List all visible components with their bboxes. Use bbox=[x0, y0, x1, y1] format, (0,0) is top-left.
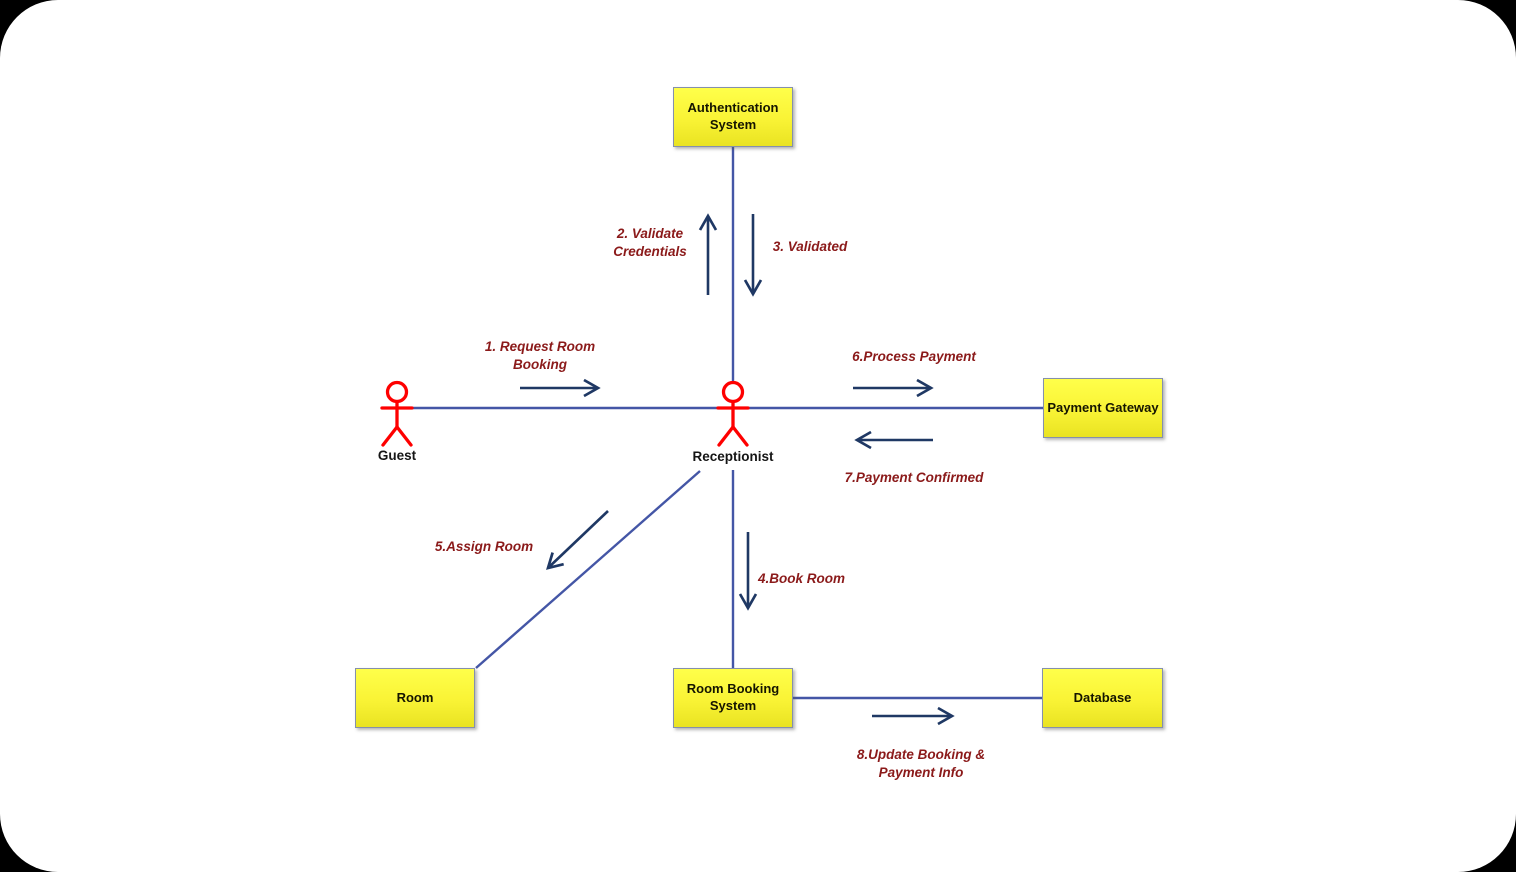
room-node: Room bbox=[355, 668, 475, 728]
message-5-arrow bbox=[546, 510, 609, 570]
message-6-label: 6.Process Payment bbox=[852, 349, 976, 364]
database-node: Database bbox=[1042, 668, 1163, 728]
connector-lines bbox=[400, 147, 1043, 700]
payment-gateway-node: Payment Gateway bbox=[1043, 378, 1163, 438]
connector-receptionist-room bbox=[475, 470, 701, 669]
receptionist-actor-head bbox=[721, 380, 745, 404]
message-7-label: 7.Payment Confirmed bbox=[844, 470, 984, 485]
message-8-label: 8.Update Booking & Payment Info bbox=[856, 747, 986, 780]
message-2-label: 2. Validate Credentials bbox=[613, 226, 687, 259]
message-5-label: 5.Assign Room bbox=[434, 539, 534, 554]
receptionist-actor-label: Receptionist bbox=[692, 449, 774, 464]
guest-actor-label: Guest bbox=[377, 448, 417, 463]
receptionist-actor bbox=[716, 380, 750, 447]
room-booking-system-node: Room Booking System bbox=[673, 668, 793, 728]
message-4-label: 4.Book Room bbox=[758, 571, 846, 586]
authentication-system-node: Authentication System bbox=[673, 87, 793, 147]
message-3-label: 3. Validated bbox=[772, 239, 848, 254]
guest-actor-head bbox=[385, 380, 409, 404]
message-arrows bbox=[520, 213, 955, 726]
message-1-label: 1. Request Room Booking bbox=[484, 339, 596, 372]
guest-actor bbox=[380, 380, 414, 447]
